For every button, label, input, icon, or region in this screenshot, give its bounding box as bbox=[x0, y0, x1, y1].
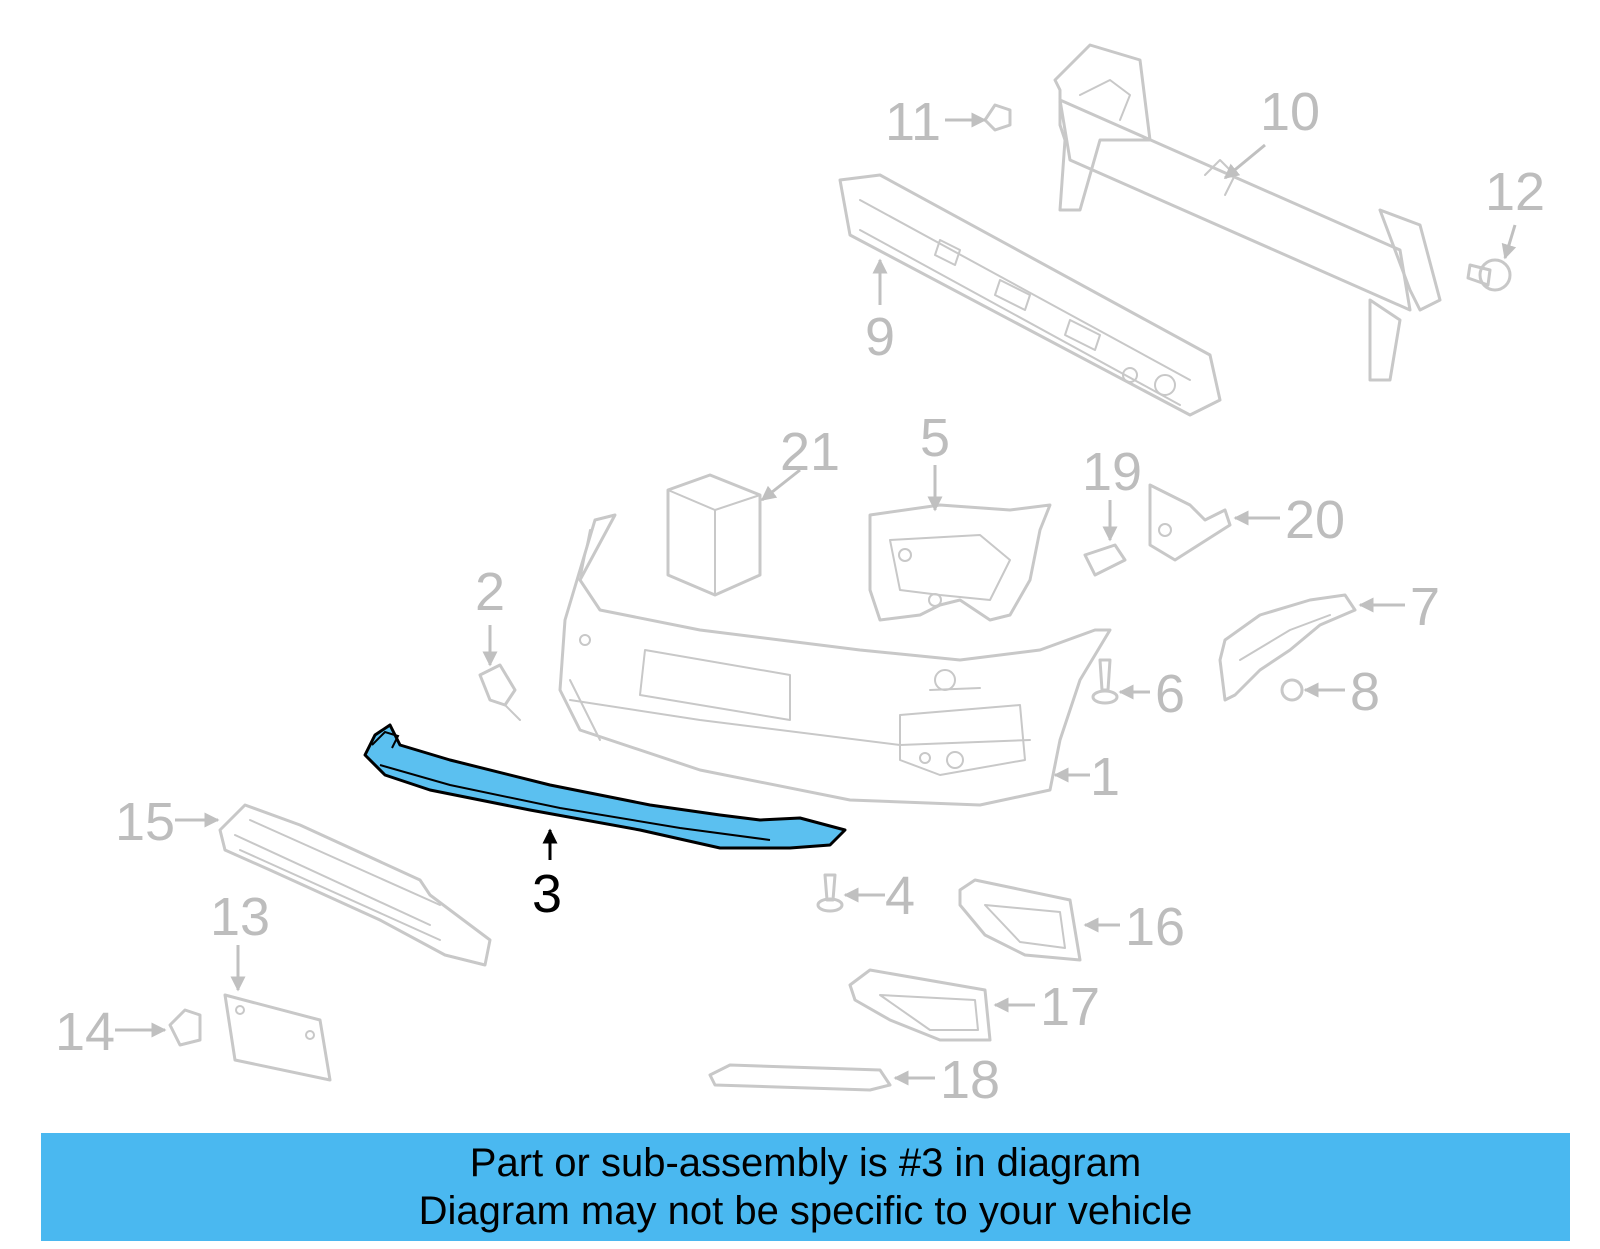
callout-5: 5 bbox=[920, 408, 950, 468]
banner-line-1: Part or sub-assembly is #3 in diagram bbox=[469, 1141, 1142, 1185]
part-5-bracket bbox=[868, 503, 1052, 622]
callout-19: 19 bbox=[1082, 442, 1142, 502]
callout-3: 3 bbox=[532, 864, 562, 924]
part-18-strip bbox=[708, 1063, 892, 1092]
part-8-nut bbox=[1280, 678, 1304, 702]
part-3-lower-trim bbox=[363, 723, 847, 850]
parts-diagram: 1 2 3 4 5 6 7 8 9 10 11 12 13 14 15 16 1… bbox=[55, 43, 1545, 1110]
part-2-clip bbox=[478, 663, 521, 721]
part-20-bracket bbox=[1148, 483, 1232, 562]
part-4-screw bbox=[816, 873, 844, 913]
callout-labels: 1 2 3 4 5 6 7 8 9 10 11 12 13 14 15 16 1… bbox=[55, 82, 1545, 1110]
part-10-reinforcement bbox=[1053, 43, 1442, 382]
callout-4: 4 bbox=[885, 866, 915, 926]
part-12-clip bbox=[1466, 258, 1512, 292]
part-13-plate bbox=[223, 993, 332, 1082]
callout-17: 17 bbox=[1040, 977, 1100, 1037]
part-9-absorber bbox=[838, 173, 1222, 417]
banner-line-2: Diagram may not be specific to your vehi… bbox=[418, 1189, 1193, 1233]
callout-9: 9 bbox=[865, 307, 895, 367]
part-16-trim bbox=[958, 878, 1082, 962]
callout-7: 7 bbox=[1410, 577, 1440, 637]
callout-12: 12 bbox=[1485, 162, 1545, 222]
callout-8: 8 bbox=[1350, 662, 1380, 722]
part-14-clip bbox=[168, 1008, 202, 1047]
part-7-guide bbox=[1218, 593, 1357, 702]
callout-16: 16 bbox=[1125, 897, 1185, 957]
callout-15: 15 bbox=[115, 792, 175, 852]
callout-1: 1 bbox=[1090, 747, 1120, 807]
callout-11: 11 bbox=[885, 92, 941, 152]
callout-21: 21 bbox=[780, 422, 840, 482]
callout-20: 20 bbox=[1285, 490, 1345, 550]
part-11-bolt bbox=[983, 103, 1012, 132]
part-21-module bbox=[666, 473, 762, 597]
callout-2: 2 bbox=[475, 562, 505, 622]
callout-18: 18 bbox=[940, 1050, 1000, 1110]
part-17-trim bbox=[848, 968, 992, 1042]
part-6-screw bbox=[1091, 658, 1119, 705]
leader-lines bbox=[115, 112, 1517, 1086]
info-banner: Part or sub-assembly is #3 in diagram Di… bbox=[41, 1133, 1570, 1241]
callout-10: 10 bbox=[1260, 82, 1320, 142]
part-19-sensor bbox=[1083, 543, 1127, 577]
callout-6: 6 bbox=[1155, 664, 1185, 724]
callout-14: 14 bbox=[55, 1002, 115, 1062]
callout-13: 13 bbox=[210, 887, 270, 947]
part-1-bumper-cover bbox=[558, 513, 1112, 807]
part-15-grille bbox=[218, 803, 492, 967]
